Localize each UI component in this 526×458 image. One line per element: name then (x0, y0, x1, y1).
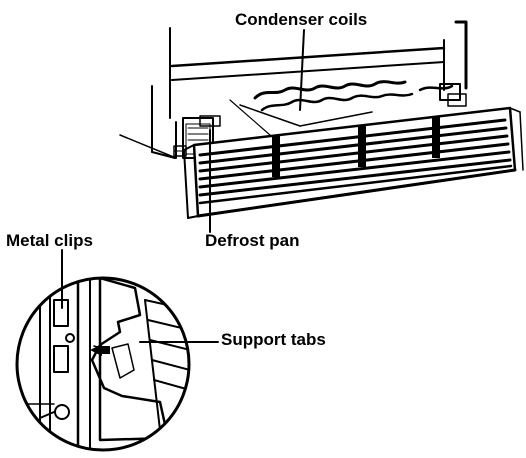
defrost-pan-label: Defrost pan (205, 231, 300, 250)
base-grille (183, 93, 524, 219)
leader-condenser-coils (299, 29, 305, 111)
left-leveling-foot (173, 145, 187, 157)
metal-clips-label: Metal clips (6, 231, 93, 250)
support-tabs-label: Support tabs (221, 330, 326, 349)
clip-detail-magnifier (15, 276, 191, 452)
condenser-coils (229, 80, 461, 136)
condenser-coils-label: Condenser coils (235, 10, 368, 29)
refrigerator-cabinet (119, 20, 468, 159)
